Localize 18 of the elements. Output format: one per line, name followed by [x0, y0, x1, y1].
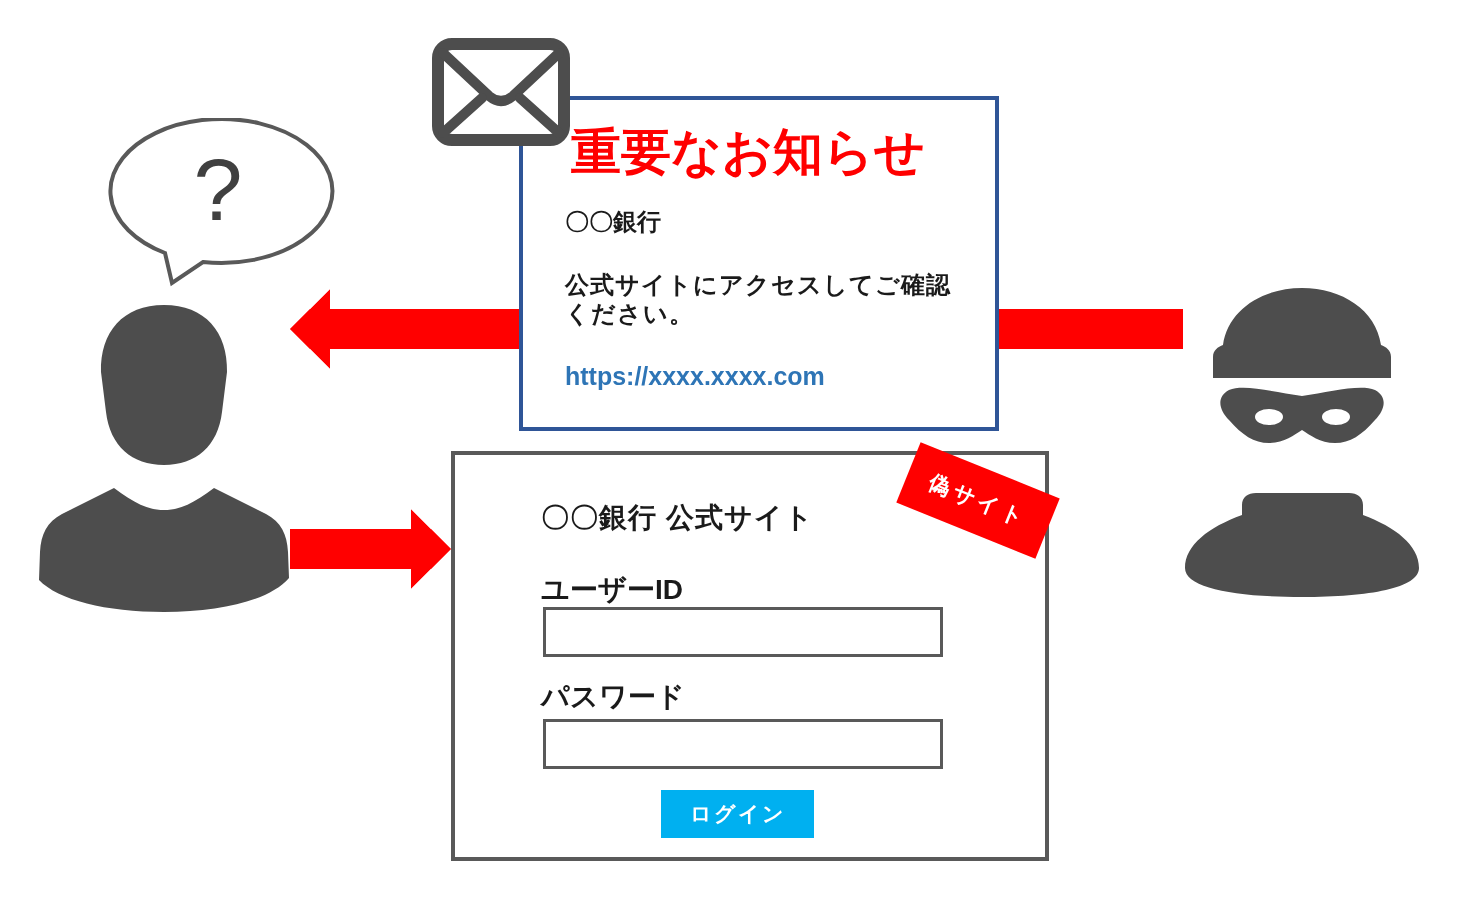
block-arrow [290, 289, 519, 369]
input-field [543, 607, 943, 657]
login-form-panel [451, 451, 1049, 861]
notice-title: 重要なお知らせ [571, 123, 925, 182]
block-arrow [290, 509, 451, 589]
question-mark: ? [193, 146, 243, 234]
email-card [519, 96, 999, 431]
input-field [543, 719, 943, 769]
site-title: 〇〇銀行 公式サイト [541, 501, 814, 535]
login-button: ログイン [661, 790, 814, 838]
masked-person-silhouette [1183, 286, 1421, 599]
bank-name: 〇〇銀行 [565, 207, 661, 237]
field-label: パスワード [541, 680, 685, 714]
message-text: 公式サイトにアクセスしてご確認ください。 [565, 270, 951, 328]
person-silhouette [38, 303, 290, 614]
connector-bar [999, 309, 1183, 349]
field-label: ユーザーID [541, 573, 683, 607]
url-link: https://xxxx.xxxx.com [565, 361, 825, 391]
